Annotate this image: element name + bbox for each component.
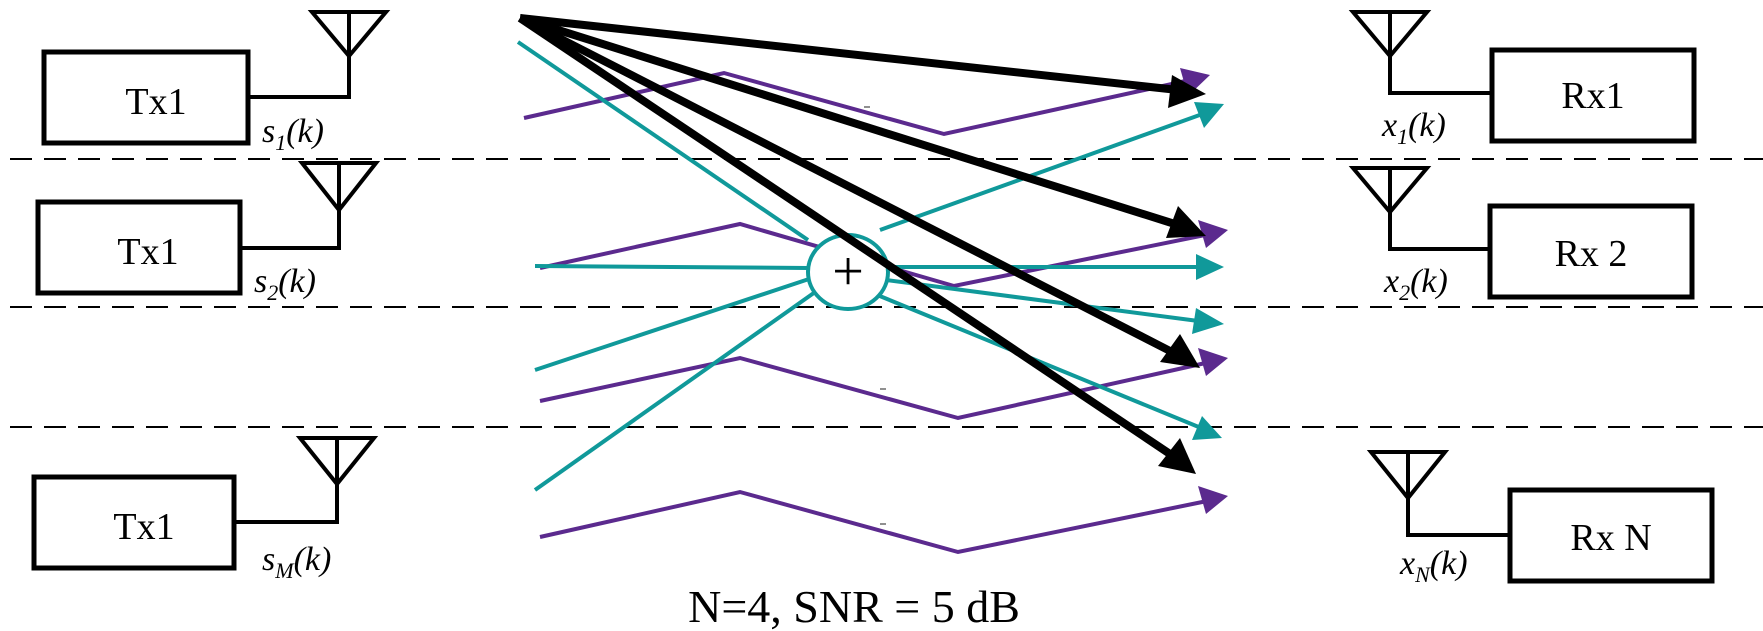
rx-feed-line: [1388, 56, 1492, 95]
teal-arrowhead-3: [1192, 308, 1224, 334]
teal-input-3: [534, 276, 813, 372]
rx-box: [1489, 47, 1697, 144]
transmitter-1: Tx1 s1(k): [41, 10, 391, 155]
tx-label: Tx1: [125, 81, 186, 123]
black-arrowhead-3: [1160, 334, 1200, 368]
rx-label: Rx 2: [1555, 233, 1628, 275]
rx-feed-line: [1388, 212, 1490, 251]
teal-arrowhead-2: [1196, 254, 1224, 280]
purple-arrowhead-4: [1198, 486, 1228, 514]
black-arrowhead-2: [1166, 206, 1206, 238]
black-paths: [517, 14, 1180, 458]
rx-label: Rx1: [1561, 75, 1624, 117]
black-arrow-2: [518, 14, 1180, 229]
path-marks: [864, 106, 886, 525]
teal-paths: [516, 40, 1224, 492]
teal-input-4: [533, 288, 820, 492]
teal-input-1: [516, 40, 810, 242]
black-arrowheads: [1158, 75, 1206, 474]
tx-signal-label: s1(k): [262, 113, 324, 155]
combiner-plus-symbol: +: [832, 241, 864, 303]
rx-label: Rx N: [1570, 517, 1651, 559]
purple-arrowhead-2: [1198, 220, 1228, 248]
tx-label: Tx1: [113, 506, 174, 548]
black-arrow-3: [518, 14, 1174, 356]
teal-output-3: [885, 278, 1207, 324]
rx-signal-label: x1(k): [1381, 107, 1446, 149]
transmitter-3: Tx1 sM(k): [31, 436, 379, 583]
rx-feed-line: [1406, 498, 1510, 537]
black-arrowhead-4: [1158, 438, 1196, 474]
purple-path-3: [539, 355, 1211, 421]
rx-box: [1487, 203, 1695, 300]
antenna-icon: [1348, 10, 1432, 60]
tx-feed-line: [248, 56, 351, 99]
teal-arrowhead-1: [1194, 102, 1224, 128]
tx-signal-label: sM(k): [262, 541, 331, 583]
antenna-icon: [297, 161, 381, 214]
black-arrow-4: [517, 14, 1173, 458]
rx-box: [1507, 487, 1715, 584]
tx-label: Tx1: [117, 231, 178, 273]
teal-input-2: [534, 264, 809, 270]
purple-path-4: [539, 489, 1213, 555]
antenna-icon: [1366, 450, 1450, 502]
purple-path-1: [523, 70, 1191, 137]
antenna-icon: [295, 436, 379, 488]
receiver-2: Rx 2 x2(k): [1348, 166, 1695, 305]
teal-output-1: [879, 110, 1209, 232]
receiver-3: Rx N xN(k): [1366, 450, 1715, 587]
teal-arrowhead-4: [1192, 416, 1222, 440]
tx-signal-label: s2(k): [254, 263, 316, 305]
black-arrowhead-1: [1168, 75, 1206, 108]
tx-feed-line: [240, 210, 341, 250]
rx-signal-label: x2(k): [1383, 263, 1448, 305]
transmitter-2: Tx1 s2(k): [35, 161, 381, 305]
purple-arrowhead-3: [1198, 348, 1228, 376]
separator-lines: [10, 158, 1763, 428]
tx-feed-line: [234, 484, 339, 524]
antenna-icon: [307, 10, 391, 60]
black-arrow-1: [519, 14, 1179, 94]
receiver-1: Rx1 x1(k): [1348, 10, 1697, 149]
antenna-icon: [1348, 166, 1432, 216]
rx-signal-label: xN(k): [1399, 545, 1468, 587]
caption: N=4, SNR = 5 dB: [688, 581, 1020, 631]
